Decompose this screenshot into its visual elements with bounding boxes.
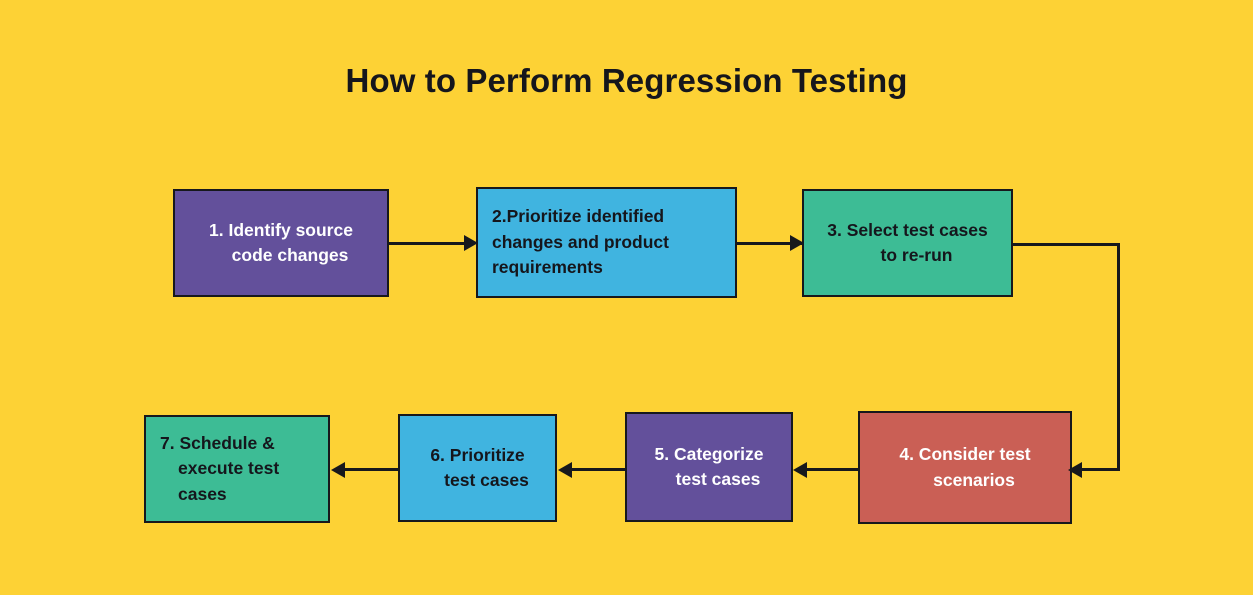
connector-1-to-2-line (389, 242, 469, 245)
flow-node-2[interactable]: 2.Prioritize identified changes and prod… (476, 187, 737, 298)
flow-node-7[interactable]: 7. Schedule & execute test cases (144, 415, 330, 523)
connector-3-to-4-segment-bottom (1074, 468, 1120, 471)
connector-6-to-7-arrowhead (331, 462, 345, 478)
flow-node-2-label: 2.Prioritize identified changes and prod… (492, 206, 669, 278)
flow-node-3[interactable]: 3. Select test cases to re-run (802, 189, 1013, 297)
connector-3-to-4-segment-top (1013, 243, 1120, 246)
connector-3-to-4-arrowhead (1068, 462, 1082, 478)
flow-node-4[interactable]: 4. Consider test scenarios (858, 411, 1072, 524)
flow-node-1-label: 1. Identify source code changes (209, 219, 353, 265)
flow-node-5[interactable]: 5. Categorize test cases (625, 412, 793, 522)
connector-4-to-5-line (799, 468, 859, 471)
connector-2-to-3-line (737, 242, 805, 245)
connector-6-to-7-line (337, 468, 399, 471)
flow-node-5-label: 5. Categorize test cases (654, 443, 764, 489)
page-title: How to Perform Regression Testing (345, 62, 908, 99)
connector-2-to-3-arrowhead (790, 235, 804, 251)
flow-node-7-label: 7. Schedule & execute test cases (160, 432, 280, 504)
flow-node-4-label: 4. Consider test scenarios (899, 444, 1031, 490)
flow-node-1[interactable]: 1. Identify source code changes (173, 189, 389, 297)
connector-5-to-6-line (564, 468, 626, 471)
flow-node-6[interactable]: 6. Prioritize test cases (398, 414, 557, 522)
flow-node-6-label: 6. Prioritize test cases (430, 444, 529, 490)
connector-5-to-6-arrowhead (558, 462, 572, 478)
connector-1-to-2-arrowhead (464, 235, 478, 251)
connector-3-to-4-segment-right (1117, 243, 1120, 471)
connector-4-to-5-arrowhead (793, 462, 807, 478)
flow-node-3-label: 3. Select test cases to re-run (827, 219, 988, 265)
